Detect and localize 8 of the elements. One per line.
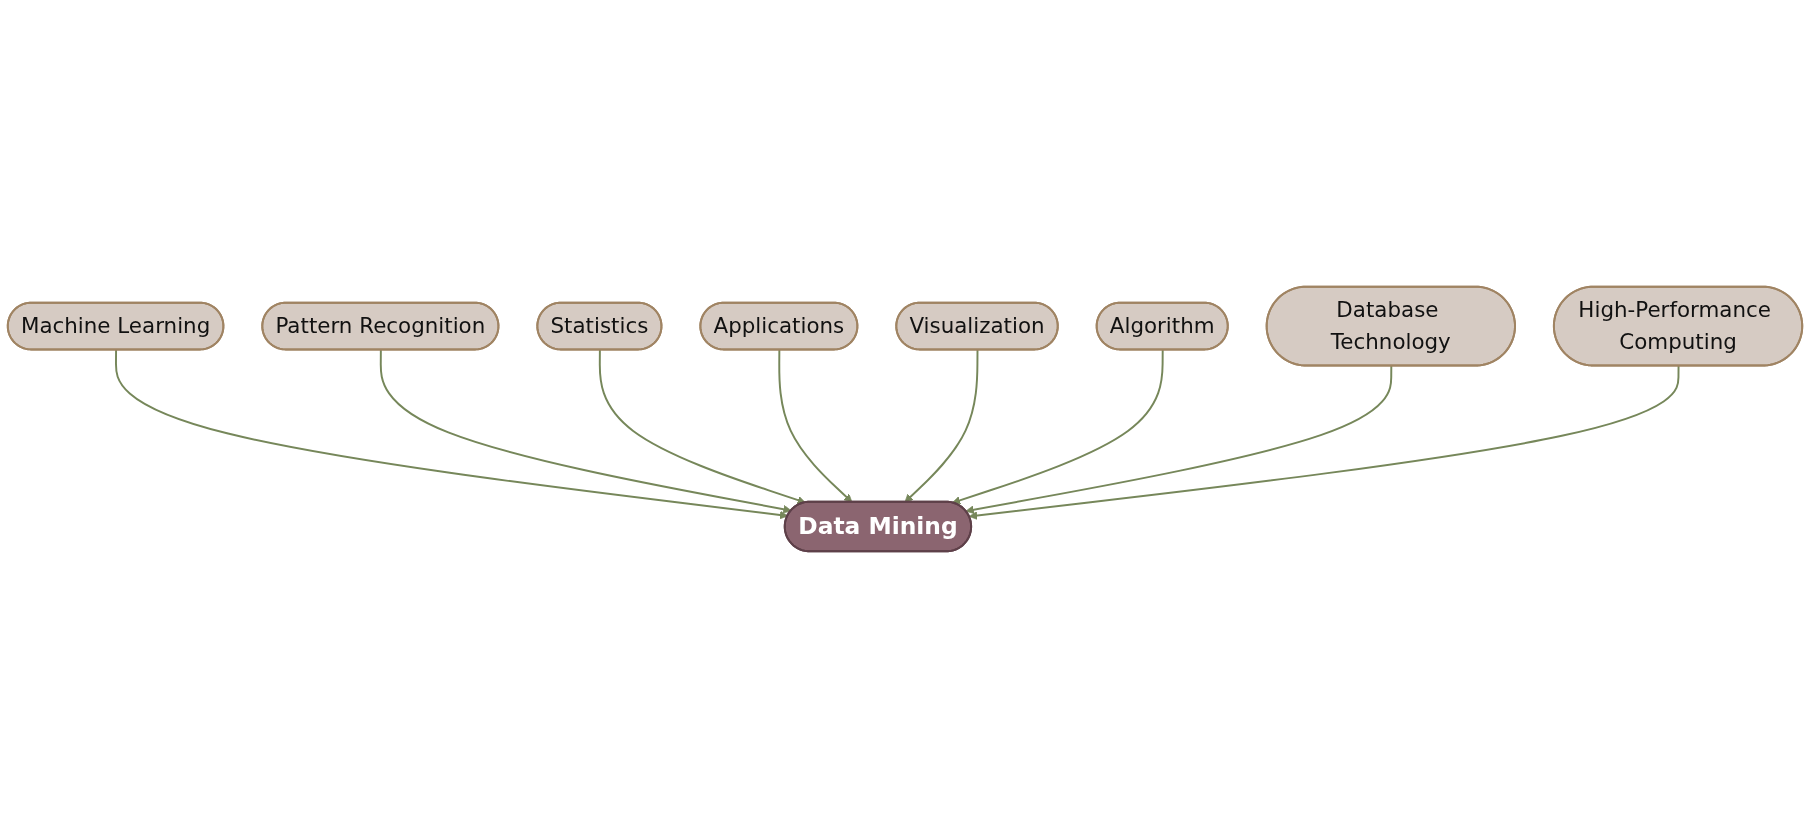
- arrow: [952, 348, 1164, 505]
- arrow: [965, 365, 1393, 514]
- arrow: [968, 365, 1680, 520]
- arrow: [379, 348, 792, 514]
- arrow: [598, 348, 806, 505]
- arrow: [778, 348, 853, 503]
- arrow: [115, 348, 789, 520]
- arrow: [904, 348, 979, 503]
